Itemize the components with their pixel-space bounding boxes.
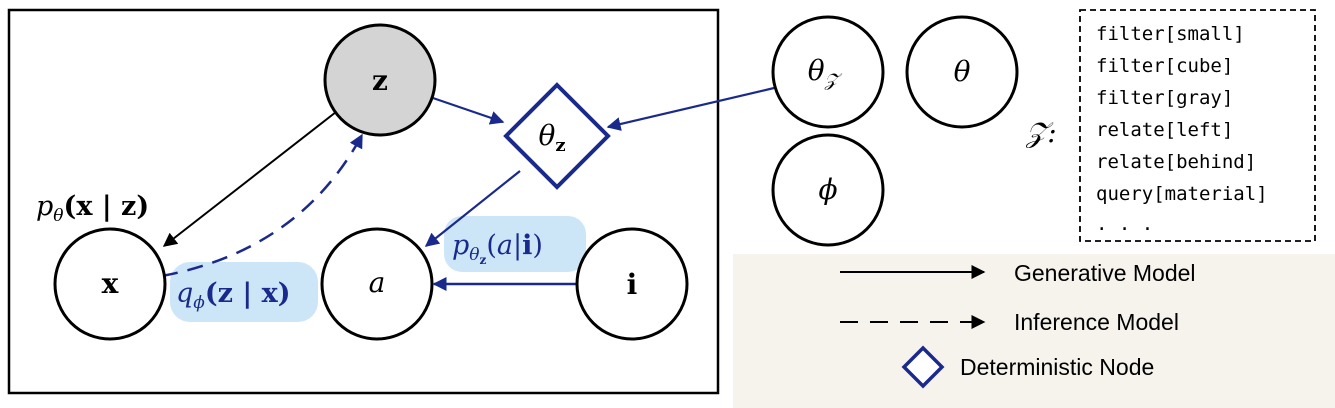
label-p-theta-p: p bbox=[36, 191, 53, 222]
node-theta-z-label: θz bbox=[538, 119, 565, 156]
program-item: filter[small] bbox=[1096, 23, 1245, 45]
label-q-phi: qϕ(z | x) bbox=[176, 278, 291, 313]
node-z bbox=[323, 23, 437, 137]
node-i bbox=[575, 227, 689, 341]
label-ptz-p: p bbox=[452, 230, 469, 261]
node-theta-Z-sub: 𝒵 bbox=[824, 70, 843, 91]
node-x-label: x bbox=[102, 267, 119, 300]
q-phi-highlight bbox=[170, 262, 318, 322]
label-ptz-bar: | bbox=[513, 230, 522, 261]
legend-deterministic-label: Deterministic Node bbox=[960, 354, 1154, 380]
plate-box bbox=[7, 8, 720, 395]
program-item: filter[cube] bbox=[1096, 55, 1233, 77]
edge-thetaZ-to-thetaz bbox=[606, 86, 775, 131]
edge-z-to-x bbox=[162, 111, 337, 247]
node-theta-z-sub: z bbox=[555, 135, 565, 156]
node-x bbox=[53, 227, 167, 341]
program-item: query[material] bbox=[1096, 183, 1268, 205]
label-q-phi-q: q bbox=[176, 278, 193, 309]
legend-inference-label: Inference Model bbox=[1014, 309, 1179, 335]
node-theta-Z bbox=[771, 15, 885, 129]
program-set-box bbox=[1079, 9, 1316, 242]
node-theta-Z-base: θ bbox=[808, 54, 825, 87]
p-theta-z-highlight bbox=[444, 216, 586, 272]
node-z-label: z bbox=[372, 64, 388, 97]
legend-diamond-icon bbox=[901, 345, 945, 389]
label-ptz-sub: θ bbox=[469, 245, 479, 265]
label-q-phi-sub: ϕ bbox=[193, 293, 205, 313]
legend-generative-label: Generative Model bbox=[1014, 260, 1196, 286]
label-q-phi-rest: (z | x) bbox=[205, 278, 291, 309]
node-phi bbox=[771, 133, 885, 247]
node-a bbox=[320, 227, 434, 341]
label-ptz-i: i bbox=[522, 230, 532, 261]
label-ptz-close: ) bbox=[532, 230, 543, 261]
program-set-list: filter[small] filter[cube] filter[gray] … bbox=[1096, 23, 1268, 235]
label-p-theta: pθ(x | z) bbox=[36, 191, 149, 226]
edge-thetaz-to-a bbox=[424, 170, 521, 247]
node-i-label: i bbox=[627, 268, 638, 301]
program-item: relate[left] bbox=[1096, 119, 1233, 141]
label-p-theta-z: pθz(a|i) bbox=[452, 230, 543, 267]
label-p-theta-sub: θ bbox=[53, 206, 63, 226]
label-ptz-a: a bbox=[497, 230, 513, 261]
edge-z-to-thetaz bbox=[429, 95, 505, 125]
program-item: filter[gray] bbox=[1096, 87, 1233, 109]
label-ptz-open: ( bbox=[486, 230, 497, 261]
node-theta-z-diamond bbox=[503, 82, 611, 190]
label-p-theta-rest: (x | z) bbox=[64, 191, 150, 222]
edge-x-to-z-inference bbox=[161, 133, 364, 278]
node-phi-label: ϕ bbox=[818, 173, 837, 206]
legend-background bbox=[733, 254, 1335, 408]
node-theta-Z-label: θ𝒵 bbox=[808, 54, 843, 91]
program-set-label: 𝒵: bbox=[1025, 116, 1057, 149]
node-theta bbox=[905, 15, 1019, 129]
program-item: relate[behind] bbox=[1096, 151, 1256, 173]
node-theta-label: θ bbox=[954, 55, 971, 88]
node-theta-z-base: θ bbox=[538, 119, 555, 152]
node-a-label: a bbox=[369, 266, 386, 299]
label-ptz-subsub: z bbox=[480, 253, 487, 267]
program-item-ellipsis: . . . bbox=[1096, 213, 1153, 235]
